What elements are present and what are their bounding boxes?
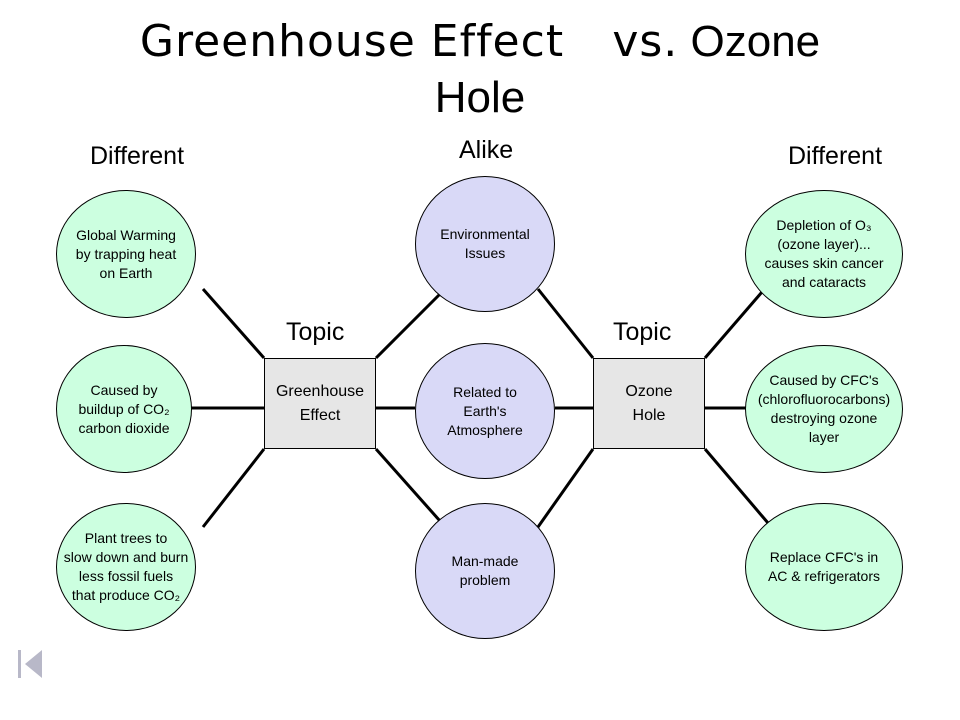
heading-different-left: Different xyxy=(90,142,185,170)
connector-center-right-3 xyxy=(536,448,595,528)
oval-text: Caused by xyxy=(90,381,158,398)
oval-text: Global Warming xyxy=(76,226,176,243)
oval-text: Atmosphere xyxy=(447,421,523,438)
back-to-start-icon[interactable] xyxy=(18,650,44,678)
connector-center-right-1 xyxy=(536,288,595,359)
left-oval-3: Plant trees to slow down and burn less fos… xyxy=(56,503,196,631)
title-greenhouse-effect: Greenhouse Effect xyxy=(139,16,565,67)
oval-text: on Earth xyxy=(99,264,153,281)
heading-topic-right: Topic xyxy=(613,318,672,346)
heading-different-right: Different xyxy=(788,142,883,170)
title-line-1: Greenhouse Effect vs. Ozone xyxy=(0,20,960,64)
connector-right-3 xyxy=(703,448,770,524)
right-oval-3: Replace CFC's in AC & refrigerators xyxy=(745,503,903,631)
oval-text: less fossil fuels xyxy=(78,568,174,584)
topic-text: Ozone xyxy=(625,382,673,400)
oval-text: Caused by CFC's xyxy=(769,372,879,388)
oval-text: Related to xyxy=(453,383,517,400)
left-oval-1: Global Warming by trapping heat on Earth xyxy=(56,190,196,318)
heading-topic-left: Topic xyxy=(286,318,345,346)
topic-text: Greenhouse xyxy=(275,382,365,400)
oval-text: Plant trees to xyxy=(84,530,168,546)
title-ozone: Ozone xyxy=(690,17,821,66)
oval-text: Replace CFC's in xyxy=(769,549,879,565)
oval-text: and cataracts xyxy=(781,274,867,290)
oval-text: (chlorofluorocarbons) xyxy=(757,391,891,407)
center-oval-3: Man-made problem xyxy=(415,503,555,639)
oval-text: layer xyxy=(808,429,840,445)
topic-text: Effect xyxy=(299,406,341,424)
oval-text: destroying ozone xyxy=(770,410,878,426)
connector-center-left-1 xyxy=(374,292,442,360)
left-oval-2: Caused by buildup of CO₂ carbon dioxide xyxy=(56,345,192,473)
oval-text: (ozone layer)... xyxy=(777,236,871,252)
connector-right-1 xyxy=(703,284,770,359)
connector-left-1 xyxy=(201,288,266,359)
connector-center-left-3 xyxy=(374,448,442,522)
title-line-2: Hole xyxy=(434,73,526,122)
oval-text: Environmental xyxy=(440,226,530,242)
oval-text: AC & refrigerators xyxy=(767,568,881,584)
oval-text: Man-made xyxy=(451,553,519,569)
connector-left-3 xyxy=(201,448,266,528)
oval-text: slow down and burn xyxy=(63,549,189,565)
oval-text: carbon dioxide xyxy=(78,419,170,436)
oval-text: by trapping heat xyxy=(75,245,177,262)
oval-text: that produce CO₂ xyxy=(71,587,181,603)
topic-text: Hole xyxy=(632,406,666,424)
oval-text: problem xyxy=(459,572,511,588)
oval-text: causes skin cancer xyxy=(764,255,884,271)
oval-text: buildup of CO₂ xyxy=(78,400,170,417)
right-oval-1: Depletion of O₃ (ozone layer)... causes sk… xyxy=(745,190,903,318)
oval-text: Depletion of O₃ xyxy=(776,217,872,233)
heading-alike: Alike xyxy=(459,136,514,164)
oval-text: Issues xyxy=(464,245,506,261)
oval-text: Earth's xyxy=(463,402,507,419)
right-oval-2: Caused by CFC's (chlorofluorocarbons) dest… xyxy=(745,345,903,473)
title-vs: vs. xyxy=(612,16,679,67)
